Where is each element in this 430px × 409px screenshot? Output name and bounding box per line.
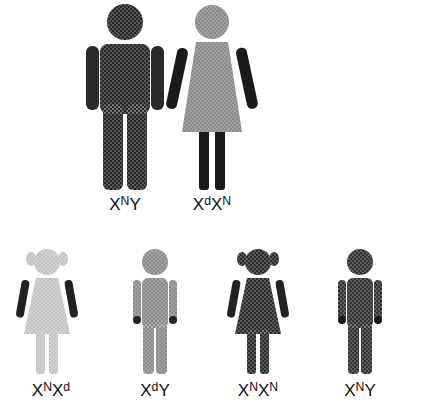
genotype-label: XNY [312, 380, 408, 403]
genotype-label: XdXN [164, 194, 260, 217]
genotype-label: XNY [77, 194, 173, 217]
son-affected-figure [133, 249, 177, 374]
son-normal-figure [338, 249, 382, 374]
mother-figure [165, 5, 259, 190]
genotype-label: XNXd [3, 380, 99, 403]
daughter-normal-figure [226, 249, 289, 374]
daughter-carrier-figure [15, 249, 78, 374]
genotype-label: XdY [107, 380, 203, 403]
father-figure [86, 4, 164, 190]
genotype-label: XNXN [210, 380, 306, 403]
